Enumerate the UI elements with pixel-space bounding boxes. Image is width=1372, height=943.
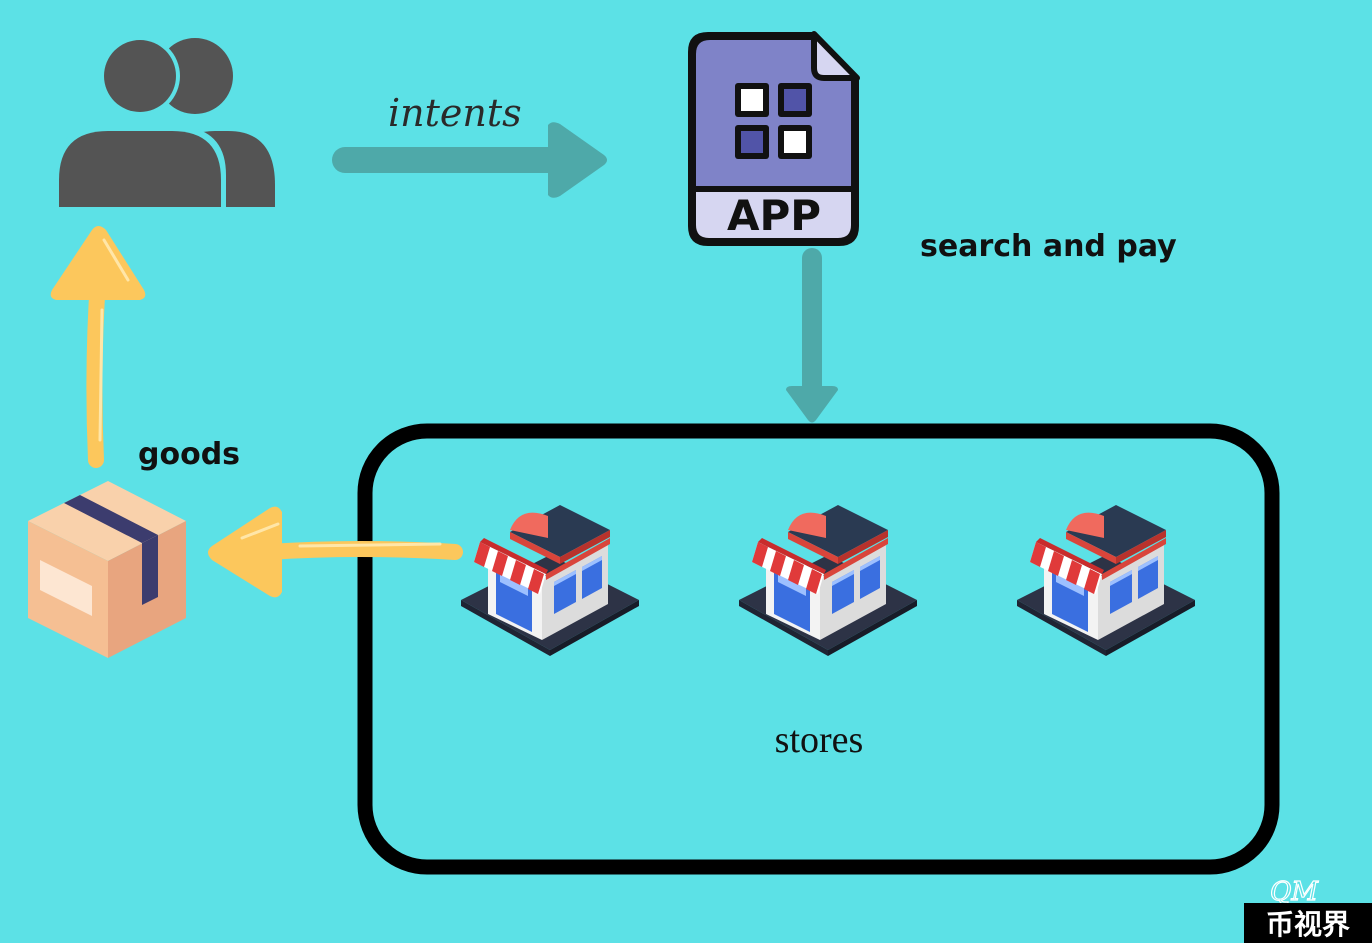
- store-icon: [461, 505, 639, 656]
- intents-arrow: [332, 122, 607, 198]
- goods-label: goods: [138, 437, 240, 472]
- delivery-arrow: [208, 506, 463, 598]
- app-file-icon: [688, 31, 860, 246]
- search-and-pay-arrow: [786, 248, 838, 423]
- stores-label: stores: [775, 719, 864, 761]
- watermark-text: 币视界: [1266, 908, 1350, 941]
- goods-arrow: [50, 226, 146, 468]
- store-icon: [739, 505, 917, 656]
- stores-container: [357, 423, 1280, 875]
- search-and-pay-label: search and pay: [920, 229, 1177, 264]
- watermark-signature: QM: [1270, 877, 1319, 907]
- package-icon: [28, 481, 186, 658]
- app-label: APP: [727, 191, 821, 240]
- watermark: QM 币视界: [1244, 876, 1372, 943]
- users-icon: [54, 36, 275, 207]
- store-icon: [1017, 505, 1195, 656]
- intents-label: intents: [388, 91, 522, 135]
